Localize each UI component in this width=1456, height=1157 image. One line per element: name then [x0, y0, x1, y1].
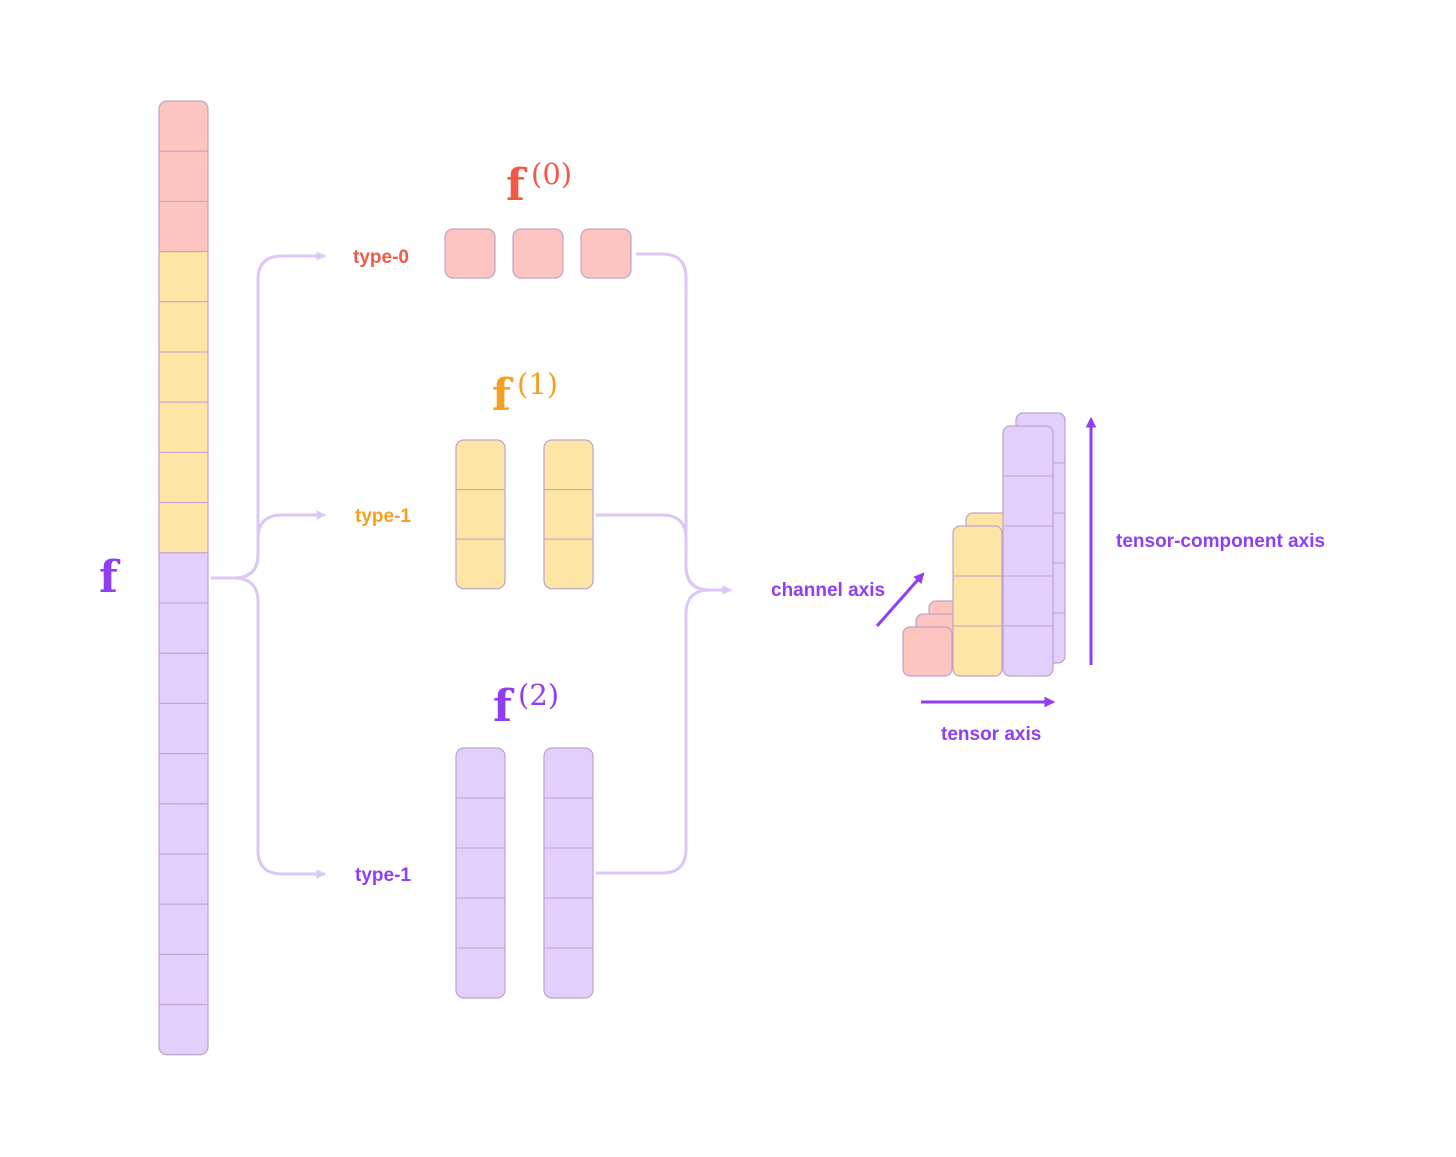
branch-2-column-1 — [543, 747, 594, 999]
input-vector-column-cell — [159, 401, 208, 453]
input-vector-column-cell — [159, 502, 208, 554]
input-vector-column-cell — [159, 251, 208, 303]
branch-1-column-0-cell — [456, 489, 505, 540]
branch-1-column-1-cell — [544, 489, 593, 540]
output-yellow-front-cell — [953, 625, 1002, 676]
input-vector-column-cell — [159, 953, 208, 1006]
split-to-type2 — [232, 576, 326, 879]
branch-1-column-0-cell — [456, 538, 505, 589]
branch-1-column-1-cell — [544, 538, 593, 589]
branch-1-column-0-cell — [456, 440, 505, 491]
branch-1-column-1 — [543, 439, 594, 590]
output-purple-front-cell — [1003, 475, 1053, 527]
channel-axis-label: channel axis — [771, 580, 885, 601]
branch-1-column-1-outline — [543, 439, 594, 590]
branch-2-column-0-outline — [455, 747, 506, 999]
output-red-front-outline — [902, 626, 953, 677]
branch-2-column-1-cell — [544, 847, 593, 899]
input-vector — [158, 100, 209, 1056]
branch-1-column-0-outline — [455, 439, 506, 590]
branch-2-column-0-cell — [456, 947, 505, 998]
symbol-f0-base: f — [506, 160, 528, 211]
merge-from-type1 — [595, 513, 712, 592]
symbol-f0: f (0) — [506, 157, 572, 211]
branch-0-column-1 — [512, 228, 564, 279]
output-yellow-front-outline — [952, 525, 1003, 677]
symbol-f2: f (2) — [493, 678, 559, 732]
merge-from-type0 — [635, 252, 712, 592]
branch-1-column-1-cell — [544, 440, 593, 491]
branch-2-column-1-cell — [544, 748, 593, 799]
branch-2-column-1-cell — [544, 897, 593, 949]
connectors — [210, 251, 732, 879]
symbol-f1-base: f — [492, 370, 514, 421]
symbol-f1: f (1) — [492, 367, 558, 421]
output-purple-front-outline — [1002, 425, 1054, 677]
branch-2-column-1-cell — [544, 947, 593, 998]
branch-2-column-1-cell — [544, 797, 593, 849]
input-vector-column-cell — [159, 652, 208, 704]
branch-0-column-0-outline — [444, 228, 496, 279]
output-purple-front-cell — [1003, 625, 1053, 676]
tensor-component-axis-label: tensor-component axis — [1116, 531, 1325, 552]
output-yellow-front — [952, 525, 1003, 677]
branch-1-column-0 — [455, 439, 506, 590]
output-purple-front-cell — [1003, 525, 1053, 577]
output-purple-front-cell — [1003, 575, 1053, 627]
input-vector-column-cell — [159, 803, 208, 855]
branch-0-column-0 — [444, 228, 496, 279]
output-purple-front-cell — [1003, 426, 1053, 477]
input-vector-column-cell — [159, 351, 208, 403]
branch-0-column-1-cell — [513, 229, 563, 278]
input-vector-column-outline — [158, 100, 209, 1056]
output-red-front — [902, 626, 953, 677]
branch-label-type2: type-1 — [355, 865, 411, 886]
split-to-type1 — [232, 510, 326, 580]
output-yellow-front-cell — [953, 526, 1002, 577]
output-purple-front — [1002, 425, 1054, 677]
symbol-f0-sup: (0) — [531, 157, 572, 191]
input-vector-column-cell — [159, 1004, 208, 1055]
input-vector-column-cell — [159, 552, 208, 604]
input-vector-column-cell — [159, 702, 208, 755]
branch-2-column-0-cell — [456, 797, 505, 849]
input-vector-label: f — [99, 552, 121, 603]
branch-0-column-0-cell — [445, 229, 495, 278]
input-vector-column-cell — [159, 200, 208, 253]
symbol-f1-sup: (1) — [517, 367, 558, 401]
output-yellow-front-cell — [953, 575, 1002, 627]
input-vector-column-cell — [159, 903, 208, 955]
tensor-axis-label: tensor axis — [941, 724, 1041, 745]
merge-from-type2 — [595, 588, 712, 875]
input-vector-column — [158, 100, 209, 1056]
input-vector-column-cell — [159, 602, 208, 654]
symbol-f2-sup: (2) — [518, 678, 559, 712]
input-vector-column-cell — [159, 853, 208, 905]
input-vector-column-cell — [159, 451, 208, 504]
branch-2-column-0-cell — [456, 897, 505, 949]
branch-label-type1: type-1 — [355, 506, 411, 527]
branch-0-column-2-cell — [581, 229, 631, 278]
input-vector-column-cell — [159, 150, 208, 202]
symbol-f2-base: f — [493, 681, 515, 732]
branch-0-column-2 — [580, 228, 632, 279]
output-tensor-stack — [902, 412, 1066, 677]
input-vector-column-cell — [159, 101, 208, 152]
branch-0-column-1-outline — [512, 228, 564, 279]
split-to-type0 — [232, 251, 326, 580]
branch-2-column-1-outline — [543, 747, 594, 999]
branch-label-type0: type-0 — [353, 247, 409, 268]
channel-axis-arrow — [875, 572, 925, 627]
branch-2-column-0-cell — [456, 748, 505, 799]
branch-2-column-0 — [455, 747, 506, 999]
input-vector-column-cell — [159, 301, 208, 353]
input-vector-column-cell — [159, 753, 208, 805]
branch-2-column-0-cell — [456, 847, 505, 899]
branch-blocks — [444, 228, 632, 999]
output-red-front-cell — [903, 627, 952, 676]
branch-0-column-2-outline — [580, 228, 632, 279]
